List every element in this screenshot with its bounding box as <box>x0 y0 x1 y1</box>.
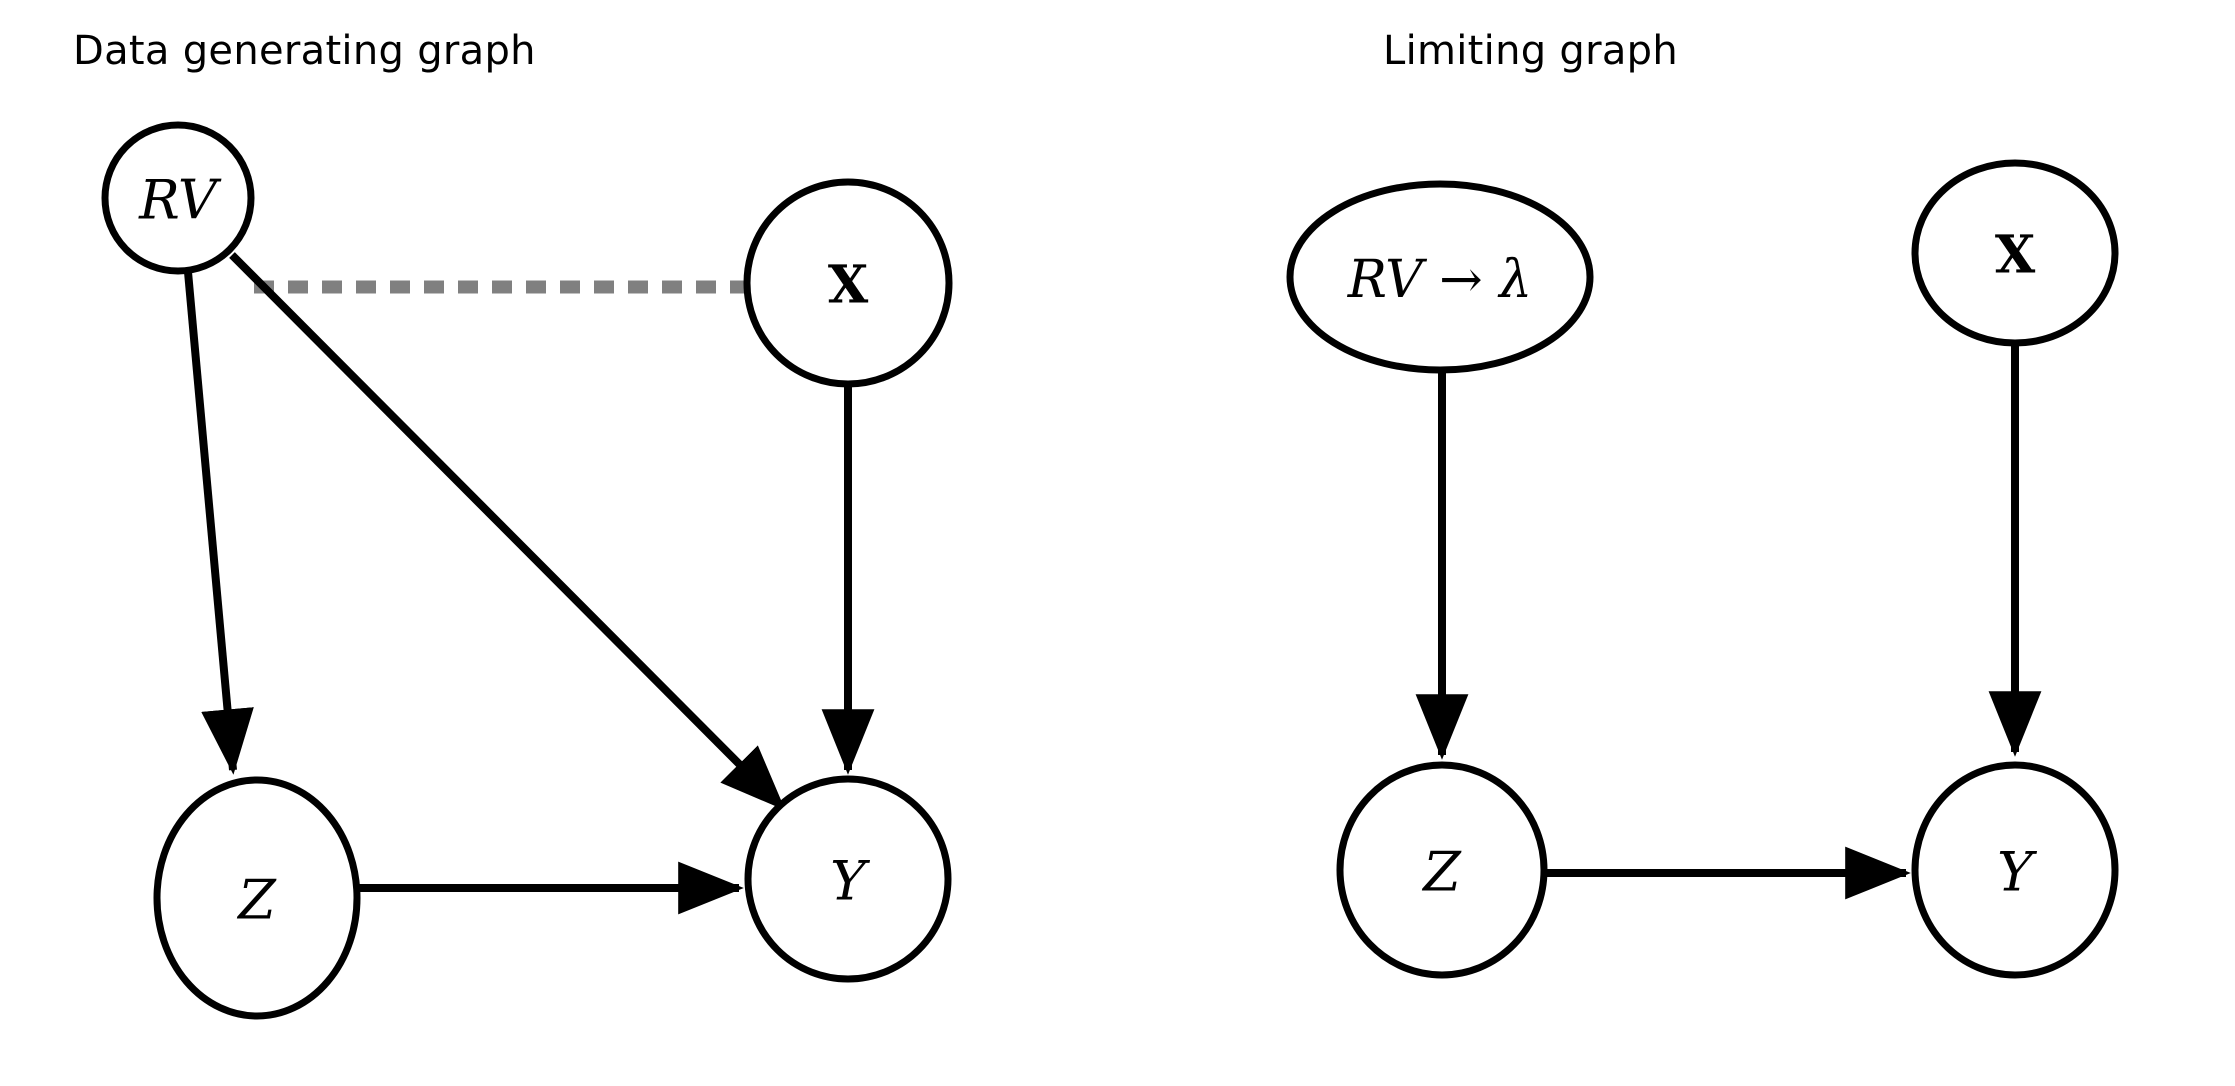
node-y[interactable]: Y <box>744 775 952 983</box>
node-z-limiting-shape[interactable] <box>1336 761 1548 979</box>
node-z-limiting-label: Z <box>1421 841 1462 904</box>
edges-data-generating-graph <box>184 252 875 915</box>
node-x-limiting-shape[interactable] <box>1911 159 2119 347</box>
node-x-limiting-label: X <box>1995 225 2036 286</box>
panel-limiting-graph: RV → λ X Z Y <box>1286 159 2119 979</box>
node-x-shape[interactable] <box>743 178 953 388</box>
node-y-limiting-label: Y <box>1997 841 2037 904</box>
node-y-limiting[interactable]: Y <box>1911 761 2119 979</box>
edge-rv-to-y <box>229 252 786 811</box>
edge-rv-to-z <box>184 271 254 775</box>
node-rv-lambda[interactable]: RV → λ <box>1286 180 1594 374</box>
node-x-limiting[interactable]: X <box>1911 159 2119 347</box>
node-y-limiting-shape[interactable] <box>1911 761 2119 979</box>
node-rv-lambda-label: RV → λ <box>1347 250 1532 310</box>
node-rv[interactable]: RV <box>101 121 255 275</box>
node-y-shape[interactable] <box>744 775 952 983</box>
node-x-label: X <box>828 255 869 316</box>
panel-title-limiting-graph: Limiting graph <box>1383 28 1679 74</box>
node-rv-lambda-shape[interactable] <box>1286 180 1594 374</box>
node-rv-shape[interactable] <box>101 121 255 275</box>
node-z-shape[interactable] <box>153 776 361 1020</box>
node-y-label: Y <box>830 850 870 913</box>
node-z[interactable]: Z <box>153 776 361 1020</box>
panel-data-generating-graph: RV X Z Y <box>101 121 953 1020</box>
node-rv-label: RV <box>138 169 222 232</box>
panel-title-data-generating-graph: Data generating graph <box>73 28 536 74</box>
node-x[interactable]: X <box>743 178 953 388</box>
node-z-limiting[interactable]: Z <box>1336 761 1548 979</box>
node-z-label: Z <box>236 869 277 932</box>
edges-limiting-graph <box>1415 343 2042 900</box>
